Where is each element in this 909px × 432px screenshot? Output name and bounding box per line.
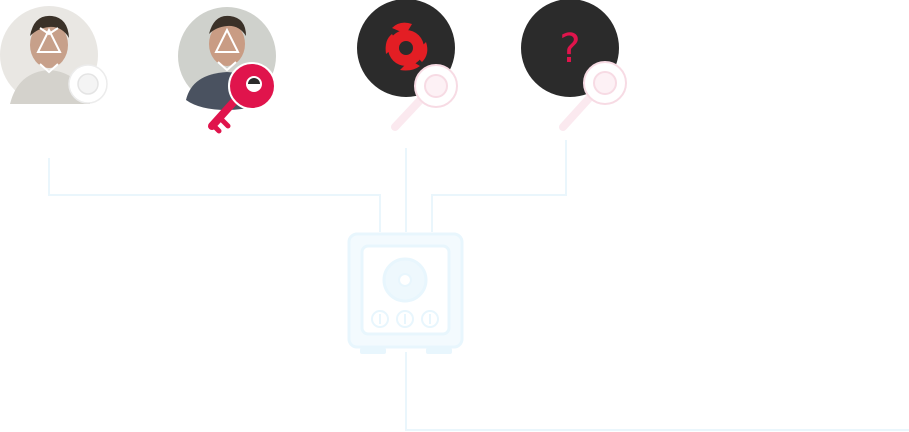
person-2-key-icon — [208, 62, 276, 134]
unknown-participant-key-icon — [559, 61, 627, 131]
connector-line-person-1 — [48, 158, 381, 232]
participant-person-2 — [178, 7, 276, 134]
red-logo-icon — [385, 22, 428, 71]
unknown-label: ? — [559, 26, 580, 72]
participant-person-1 — [0, 6, 108, 104]
connector-lines — [48, 140, 909, 431]
safe-vault-icon — [347, 232, 464, 354]
logo-participant-key-icon — [391, 64, 458, 131]
participant-logo — [357, 0, 458, 131]
connector-line-right — [431, 140, 567, 232]
connector-line-bottom — [405, 352, 909, 431]
participant-unknown: ? — [521, 0, 627, 131]
person-1-key-icon — [68, 64, 108, 104]
